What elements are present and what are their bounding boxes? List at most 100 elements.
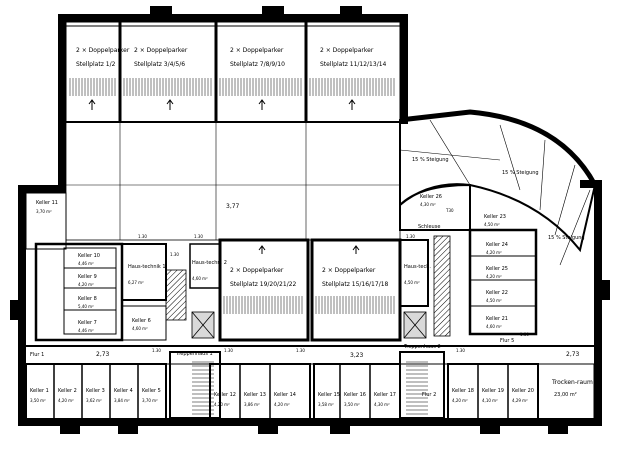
svg-text:Flur 5: Flur 5 — [500, 338, 514, 344]
svg-text:4,50 m²: 4,50 m² — [484, 222, 500, 227]
svg-text:3,86 m²: 3,86 m² — [244, 402, 260, 407]
svg-text:4,50 m²: 4,50 m² — [404, 280, 420, 285]
svg-text:Keller 23: Keller 23 — [484, 214, 506, 220]
svg-text:Keller 16: Keller 16 — [344, 392, 366, 398]
ramp-arrow-icon — [88, 99, 356, 110]
svg-text:23,00 m²: 23,00 m² — [554, 392, 577, 398]
svg-text:1.30: 1.30 — [406, 234, 415, 239]
corridor-walls — [26, 345, 598, 365]
svg-text:2 × Doppelparker: 2 × Doppelparker — [320, 47, 374, 54]
svg-text:4,10 m²: 4,10 m² — [482, 398, 498, 403]
svg-text:4,20 m²: 4,20 m² — [78, 282, 94, 287]
window-wells — [10, 280, 610, 434]
svg-text:Keller 26: Keller 26 — [420, 194, 442, 200]
svg-text:Stellplatz 7/8/9/10: Stellplatz 7/8/9/10 — [230, 61, 285, 68]
svg-text:Stellplatz 19/20/21/22: Stellplatz 19/20/21/22 — [230, 281, 297, 288]
svg-text:1.30: 1.30 — [194, 234, 203, 239]
top-garage-row — [65, 21, 401, 123]
svg-text:2 × Doppelparker: 2 × Doppelparker — [230, 267, 284, 274]
svg-text:T30: T30 — [445, 208, 454, 213]
svg-text:Keller 8: Keller 8 — [78, 296, 97, 302]
svg-text:Keller 21: Keller 21 — [486, 316, 508, 322]
svg-text:Flur 1: Flur 1 — [30, 352, 44, 358]
svg-text:4,29 m²: 4,29 m² — [512, 398, 528, 403]
bottom-row-right: Keller 18 4,20 m² Keller 19 4,10 m² Kell… — [447, 338, 595, 421]
svg-text:4,20 m²: 4,20 m² — [274, 402, 290, 407]
svg-text:Keller 22: Keller 22 — [486, 290, 508, 296]
svg-text:4,20 m²: 4,20 m² — [486, 274, 502, 279]
svg-text:1.30: 1.30 — [296, 348, 305, 353]
svg-text:6,27 m²: 6,27 m² — [128, 280, 144, 285]
right-wing: Keller 26 4,30 m² Schleuse Haus-tech. 4,… — [399, 183, 538, 339]
svg-text:Keller 4: Keller 4 — [114, 388, 133, 394]
svg-text:Flur 2: Flur 2 — [422, 392, 436, 398]
svg-text:Keller 18: Keller 18 — [452, 388, 474, 394]
svg-text:Keller 12: Keller 12 — [214, 392, 236, 398]
svg-text:3,77: 3,77 — [226, 203, 240, 210]
svg-text:Haus-techn. 2: Haus-techn. 2 — [192, 260, 227, 266]
bottom-row-middle: Keller 12 4,20 m² Keller 13 3,86 m² Kell… — [209, 352, 401, 421]
svg-text:Stellplatz 1/2: Stellplatz 1/2 — [76, 61, 116, 68]
svg-text:1.30: 1.30 — [456, 348, 465, 353]
svg-text:Keller 1: Keller 1 — [30, 388, 49, 394]
garage-label-3: 2 × Doppelparker Stellplatz 7/8/9/10 — [230, 47, 285, 68]
svg-text:Keller 10: Keller 10 — [78, 253, 100, 259]
svg-text:Keller 20: Keller 20 — [512, 388, 534, 394]
svg-text:4,20 m²: 4,20 m² — [58, 398, 74, 403]
svg-text:1.30: 1.30 — [138, 234, 147, 239]
svg-text:3,50 m²: 3,50 m² — [344, 402, 360, 407]
svg-text:Keller 15: Keller 15 — [318, 392, 340, 398]
garage-label-4: 2 × Doppelparker Stellplatz 11/12/13/14 — [320, 47, 387, 68]
svg-text:15 % Steigung: 15 % Steigung — [548, 235, 585, 241]
svg-text:Keller 3: Keller 3 — [86, 388, 105, 394]
svg-text:2 × Doppelparker: 2 × Doppelparker — [230, 47, 284, 54]
mid-garage-row: 2 × Doppelparker Stellplatz 19/20/21/22 … — [218, 238, 402, 342]
svg-text:Keller 19: Keller 19 — [482, 388, 504, 394]
svg-text:4,30 m²: 4,30 m² — [420, 202, 436, 207]
svg-text:Trocken-raum: Trocken-raum — [551, 379, 593, 386]
svg-text:4,60 m²: 4,60 m² — [132, 326, 148, 331]
svg-text:Treppenhaus 1: Treppenhaus 1 — [175, 351, 213, 357]
door-tags: 1.30 1.30 1.30 1.30 1.30 1.30 1.30 1.30 … — [138, 208, 529, 353]
svg-text:1.30: 1.30 — [152, 348, 161, 353]
svg-text:3,70 m²: 3,70 m² — [142, 398, 158, 403]
svg-text:3,58 m²: 3,58 m² — [318, 402, 334, 407]
svg-text:4,20 m²: 4,20 m² — [486, 250, 502, 255]
svg-text:1.30: 1.30 — [170, 252, 179, 257]
ramp: 15 % Steigung 15 % Steigung 15 % Steigun… — [399, 109, 598, 266]
svg-text:Keller 9: Keller 9 — [78, 274, 97, 280]
svg-text:Keller 11: Keller 11 — [36, 200, 58, 206]
svg-text:3,23: 3,23 — [350, 352, 364, 359]
svg-text:Keller 13: Keller 13 — [244, 392, 266, 398]
svg-text:2 × Doppelparker: 2 × Doppelparker — [134, 47, 188, 54]
svg-text:3,84 m²: 3,84 m² — [114, 398, 130, 403]
svg-text:Stellplatz 3/4/5/6: Stellplatz 3/4/5/6 — [134, 61, 185, 68]
svg-text:4,46 m²: 4,46 m² — [78, 261, 94, 266]
svg-text:4,60 m²: 4,60 m² — [192, 276, 208, 281]
svg-text:15 % Steigung: 15 % Steigung — [502, 170, 539, 176]
svg-text:4,20 m²: 4,20 m² — [452, 398, 468, 403]
svg-text:4,46 m²: 4,46 m² — [78, 328, 94, 333]
svg-text:3,70 m²: 3,70 m² — [36, 209, 52, 214]
svg-text:4,60 m²: 4,60 m² — [486, 324, 502, 329]
drive-area: 3,77 — [65, 121, 401, 241]
bottom-row-left: Keller 1 3,50 m² Keller 2 4,20 m² Keller… — [25, 363, 167, 421]
garage-label-1: 2 × Doppelparker Stellplatz 1/2 — [76, 47, 130, 68]
svg-text:4,30 m²: 4,30 m² — [374, 402, 390, 407]
svg-text:Keller 2: Keller 2 — [58, 388, 77, 394]
svg-text:Keller 6: Keller 6 — [132, 318, 151, 324]
svg-text:3,62 m²: 3,62 m² — [86, 398, 102, 403]
left-wing: Keller 11 3,70 m² Keller 10 4,46 m² Kell… — [25, 192, 227, 358]
svg-text:Keller 5: Keller 5 — [142, 388, 161, 394]
svg-text:Haus-tech.: Haus-tech. — [404, 264, 431, 270]
svg-text:1.30: 1.30 — [224, 348, 233, 353]
svg-text:4,50 m²: 4,50 m² — [486, 298, 502, 303]
svg-text:Keller 17: Keller 17 — [374, 392, 396, 398]
svg-text:2,73: 2,73 — [566, 351, 580, 358]
svg-text:5,40 m²: 5,40 m² — [78, 304, 94, 309]
garage-label-2: 2 × Doppelparker Stellplatz 3/4/5/6 — [134, 47, 188, 68]
svg-text:2,73: 2,73 — [96, 351, 110, 358]
svg-text:2 × Doppelparker: 2 × Doppelparker — [322, 267, 376, 274]
svg-text:Stellplatz 11/12/13/14: Stellplatz 11/12/13/14 — [320, 61, 387, 68]
